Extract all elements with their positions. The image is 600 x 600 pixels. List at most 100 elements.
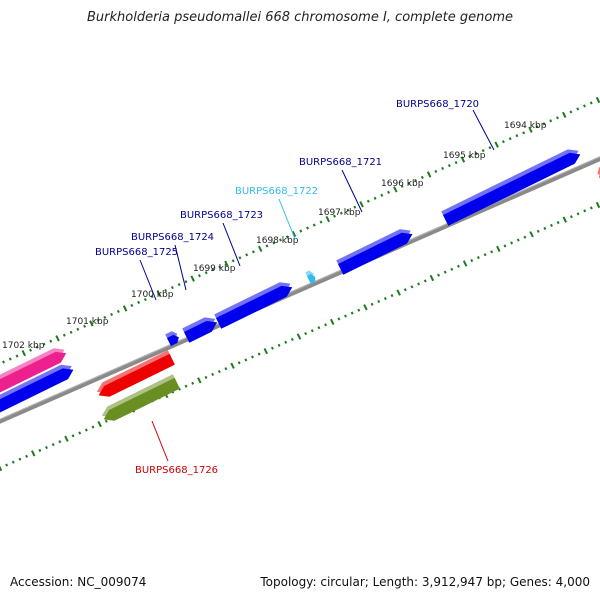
ring-tick xyxy=(83,324,87,328)
ring-tick xyxy=(426,171,432,178)
ring-tick xyxy=(224,260,229,267)
ring-tick xyxy=(230,362,235,369)
gene-label-burps668-1721[interactable]: BURPS668_1721 xyxy=(299,157,382,168)
gene-red-reverse xyxy=(96,350,175,397)
gene-burps668-1720-body xyxy=(443,152,581,226)
ring-tick xyxy=(443,270,447,274)
ring-tick xyxy=(258,245,263,253)
ring-tick xyxy=(76,327,80,331)
ring-tick xyxy=(542,122,546,126)
ring-tick xyxy=(317,326,321,330)
tick-label: 1701 kbp xyxy=(66,317,109,327)
ring-tick xyxy=(8,357,12,361)
ring-tick xyxy=(529,231,534,238)
ring-tick xyxy=(337,317,341,321)
ring-tick xyxy=(450,267,454,271)
gene-burps668-1723 xyxy=(214,282,293,329)
ring-tick xyxy=(211,268,215,272)
ring-tick xyxy=(71,434,75,438)
gene-burps668-1725 xyxy=(165,331,179,347)
gene-label-layer: BURPS668_1720BURPS668_1721BURPS668_1722B… xyxy=(95,99,495,476)
ring-tick xyxy=(177,283,181,287)
ring-tick xyxy=(156,290,162,297)
ring-tick xyxy=(104,419,108,423)
gene-label-burps668-1723[interactable]: BURPS668_1723 xyxy=(180,210,263,221)
ring-tick xyxy=(407,181,411,185)
ring-tick xyxy=(231,259,235,263)
ring-tick xyxy=(217,370,221,374)
tick-label: 1697 kbp xyxy=(318,208,361,218)
gene-label-burps668-1724[interactable]: BURPS668_1724 xyxy=(131,232,214,243)
gene-burps668-1724-body xyxy=(184,320,218,343)
tick-label: 1702 kbp xyxy=(2,341,45,351)
ring-tick xyxy=(457,264,460,268)
backbone-layer xyxy=(0,156,600,424)
ring-tick xyxy=(576,212,580,216)
ring-tick xyxy=(569,110,573,114)
inner-tick-ring xyxy=(0,201,600,472)
leader-burps668-1722 xyxy=(278,198,296,240)
ring-tick xyxy=(496,245,501,252)
ring-tick xyxy=(306,226,309,230)
ring-tick xyxy=(42,342,46,346)
ring-tick xyxy=(204,375,208,379)
gene-layer xyxy=(0,149,600,421)
ring-tick xyxy=(304,332,308,336)
ring-tick xyxy=(423,279,427,283)
ring-tick xyxy=(373,196,377,200)
gene-burps668-1721 xyxy=(336,229,413,275)
ring-tick xyxy=(38,448,42,453)
ring-tick xyxy=(224,367,228,371)
gene-magenta-left-body xyxy=(0,351,67,393)
ring-tick xyxy=(310,329,314,333)
tick-label: 1695 kbp xyxy=(443,151,486,161)
ring-tick xyxy=(400,184,404,188)
ring-tick xyxy=(410,285,414,289)
ring-tick xyxy=(58,440,62,444)
gene-label-burps668-1722[interactable]: BURPS668_1722 xyxy=(235,186,318,197)
ring-tick xyxy=(49,339,53,343)
ring-tick xyxy=(257,352,261,356)
ring-tick xyxy=(263,347,268,355)
gene-burps668-1724 xyxy=(182,317,218,343)
ring-tick xyxy=(353,205,357,209)
ring-tick xyxy=(576,107,580,111)
ring-tick xyxy=(265,244,269,248)
ring-tick xyxy=(562,111,567,119)
gene-label-burps668-1726[interactable]: BURPS668_1726 xyxy=(135,465,218,476)
ring-tick xyxy=(150,294,154,299)
gene-forward-left-body xyxy=(0,368,74,413)
gene-label-burps668-1720[interactable]: BURPS668_1720 xyxy=(396,99,479,110)
ring-tick xyxy=(237,361,241,365)
ring-tick xyxy=(218,265,222,269)
ring-tick xyxy=(522,131,526,135)
ring-tick xyxy=(549,119,553,123)
ring-tick xyxy=(324,323,328,327)
tick-label: 1700 kbp xyxy=(131,290,174,300)
gene-label-burps668-1725[interactable]: BURPS668_1725 xyxy=(95,247,178,258)
ring-tick xyxy=(252,250,255,254)
ring-tick xyxy=(64,435,69,442)
genome-summary-text: Topology: circular; Length: 3,912,947 bp… xyxy=(260,575,590,589)
ring-tick xyxy=(325,215,330,223)
ring-tick xyxy=(508,137,512,141)
ring-tick xyxy=(434,169,438,174)
ring-tick xyxy=(488,146,492,150)
ring-tick xyxy=(366,199,370,203)
outer-tick-ring xyxy=(2,96,600,364)
map-title: Burkholderia pseudomallei 668 chromosome… xyxy=(86,10,514,25)
ring-tick xyxy=(420,175,424,179)
tick-label: 1696 kbp xyxy=(381,179,424,189)
ring-tick xyxy=(441,166,445,171)
ring-tick xyxy=(197,274,201,278)
ring-tick xyxy=(536,229,540,233)
ring-tick xyxy=(84,428,88,432)
backbone-line xyxy=(0,156,600,424)
ring-tick xyxy=(299,229,303,233)
ring-tick xyxy=(470,258,474,263)
ring-tick xyxy=(346,208,350,212)
ring-tick xyxy=(483,253,487,257)
ring-tick xyxy=(454,160,458,165)
ring-tick xyxy=(238,256,242,260)
